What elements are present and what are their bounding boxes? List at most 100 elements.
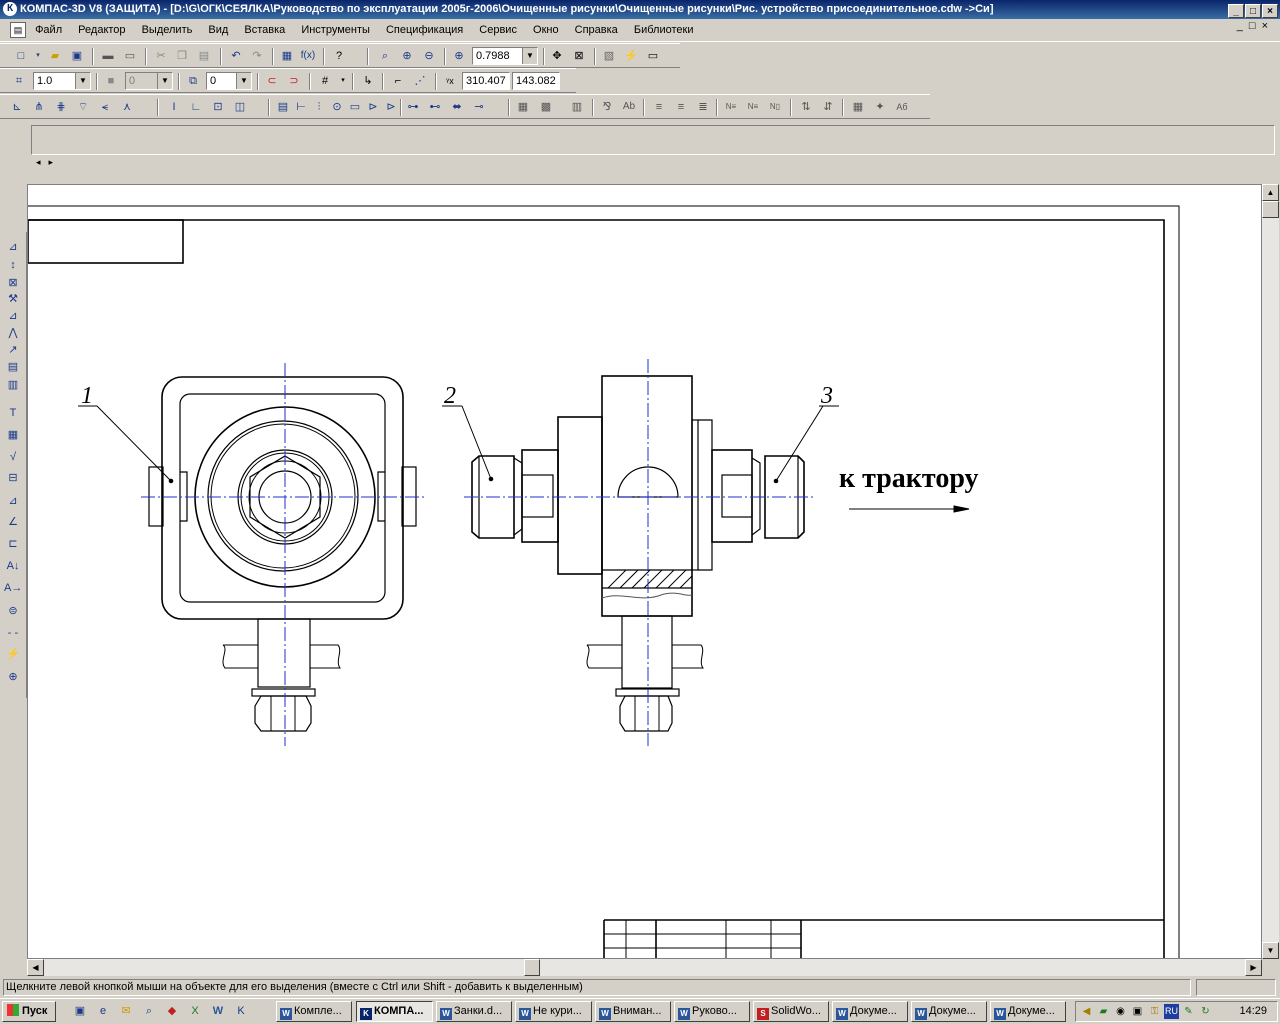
monitor-icon[interactable]: ▣: [1132, 1006, 1143, 1017]
assoc-icon[interactable]: ▦: [517, 101, 529, 113]
coord-x-field[interactable]: 310.407: [462, 72, 510, 90]
drawing-canvas[interactable]: 1 2 3 к трактору: [27, 184, 1262, 959]
scroll-left-button[interactable]: ◀: [27, 959, 44, 976]
refresh-icon[interactable]: ▧: [603, 50, 615, 62]
scroll-right-button[interactable]: ▶: [1245, 959, 1262, 976]
tolerance-icon[interactable]: ⊏: [8, 538, 18, 550]
scroll-up-button[interactable]: ▲: [1262, 184, 1279, 201]
select-icon[interactable]: ↗: [8, 344, 18, 356]
menu-view[interactable]: Вид: [208, 24, 229, 36]
text-icon[interactable]: I: [172, 101, 176, 113]
open-icon[interactable]: ▰: [50, 50, 60, 62]
menu-libraries[interactable]: Библиотеки: [633, 24, 694, 36]
chevron-down-icon[interactable]: ▾: [341, 77, 345, 84]
dim-icon[interactable]: ⊢: [296, 101, 306, 113]
volume-icon[interactable]: ◀: [1082, 1006, 1091, 1017]
scroll-thumb-vertical[interactable]: [1262, 201, 1279, 218]
flag-icon[interactable]: ⊳: [386, 101, 396, 113]
leader-icon[interactable]: ∟: [190, 101, 202, 113]
arrow-left-icon[interactable]: ◂: [36, 157, 41, 167]
print-icon[interactable]: ▬: [102, 50, 114, 62]
arrow-right-icon[interactable]: ▸: [48, 157, 54, 167]
coord-y-field[interactable]: 143.082: [512, 72, 560, 90]
symbols-icon[interactable]: ⊠: [8, 277, 18, 289]
layers-icon[interactable]: ▭: [647, 50, 659, 62]
menu-insert[interactable]: Вставка: [244, 24, 286, 36]
center-icon[interactable]: ⊙: [332, 101, 342, 113]
rough-icon[interactable]: ◫: [234, 101, 246, 113]
align-left-icon[interactable]: ≡: [655, 101, 663, 113]
vertical-scrollbar[interactable]: ▲ ▼: [1262, 184, 1279, 959]
ortho-icon[interactable]: ⌐: [394, 75, 402, 87]
pen-icon[interactable]: ✎: [1184, 1006, 1193, 1017]
snap-icon[interactable]: ⊂: [267, 75, 277, 87]
view-arrow-icon[interactable]: A→: [4, 582, 23, 594]
assoc3-icon[interactable]: ▥: [571, 101, 583, 113]
sort-icon[interactable]: ⇅: [801, 101, 811, 113]
close-button[interactable]: ×: [1262, 4, 1278, 18]
maximize-button[interactable]: □: [1245, 4, 1261, 18]
weld-icon[interactable]: ⊜: [8, 605, 18, 617]
line-style-icon[interactable]: - -: [7, 627, 19, 639]
menu-select[interactable]: Выделить: [141, 24, 193, 36]
kompas-icon[interactable]: К: [3, 2, 17, 16]
font-icon[interactable]: Ab: [622, 101, 636, 112]
excel-icon[interactable]: X: [191, 1005, 199, 1017]
line-icon[interactable]: ▭: [349, 101, 361, 113]
snap-settings-icon[interactable]: ⊃: [289, 75, 299, 87]
arrow-view-icon[interactable]: ⪪: [101, 101, 109, 113]
grid-table-icon[interactable]: ▦: [852, 101, 864, 113]
ie-icon[interactable]: e: [99, 1005, 107, 1017]
local-cs-icon[interactable]: ↳: [363, 75, 373, 87]
state-icon[interactable]: ■: [107, 75, 115, 87]
lightning-icon[interactable]: ⚡: [624, 50, 638, 62]
leader-tool-icon[interactable]: ⊿: [8, 495, 18, 507]
save-icon[interactable]: ▣: [71, 50, 83, 62]
axis-icon[interactable]: ⋏: [122, 101, 132, 113]
word-icon[interactable]: W: [212, 1005, 224, 1017]
pan-icon[interactable]: ✥: [552, 50, 562, 62]
desktop-icon[interactable]: ▣: [74, 1005, 86, 1017]
lightning-tool-icon[interactable]: ⚡: [6, 648, 20, 660]
edit-icon[interactable]: ⚒: [8, 293, 18, 305]
menu-file[interactable]: Файл: [35, 24, 63, 36]
cut-line-icon[interactable]: A↓: [6, 560, 20, 572]
mark-icon[interactable]: ⊳: [368, 101, 378, 113]
round-icon[interactable]: ⋰: [414, 75, 426, 87]
align-center-icon[interactable]: ≡: [677, 101, 685, 113]
dimensions-icon[interactable]: ↕: [10, 259, 16, 271]
report-icon[interactable]: ▥: [7, 379, 19, 391]
search-icon[interactable]: ⌕: [145, 1005, 153, 1017]
text-tool-icon[interactable]: T: [9, 407, 17, 419]
layer-icon[interactable]: ⧉: [189, 75, 197, 87]
base-tool-icon[interactable]: ⊟: [8, 472, 18, 484]
menu-window[interactable]: Окно: [533, 24, 559, 36]
layer-field[interactable]: 0▼: [206, 72, 252, 90]
show-all-icon[interactable]: ⊠: [574, 50, 584, 62]
no-icon[interactable]: N≡: [725, 102, 737, 111]
undo-icon[interactable]: ↶: [231, 50, 241, 62]
solidworks-quick-icon[interactable]: ◆: [167, 1005, 177, 1017]
network-icon[interactable]: ▰: [1099, 1006, 1108, 1017]
zoom-window-icon[interactable]: ⌕: [381, 50, 389, 62]
grid-step-icon[interactable]: ⌗: [15, 75, 23, 87]
grid-icon[interactable]: #: [321, 75, 329, 87]
minimize-button[interactable]: _: [1228, 4, 1244, 18]
section-icon[interactable]: ⋔: [34, 101, 44, 113]
mdi-close-button[interactable]: ×: [1261, 20, 1274, 32]
zoom-field[interactable]: 0.7988▼: [472, 47, 538, 65]
chevron-down-icon[interactable]: ▼: [236, 73, 251, 89]
mdi-minimize-button[interactable]: _: [1236, 20, 1249, 32]
scroll-down-button[interactable]: ▼: [1262, 942, 1279, 959]
chevron-down-icon[interactable]: ▼: [157, 73, 172, 89]
key-icon[interactable]: ⚿: [1150, 1006, 1159, 1017]
no2-icon[interactable]: N≡: [747, 102, 759, 111]
base-icon[interactable]: ⫶: [317, 101, 321, 113]
